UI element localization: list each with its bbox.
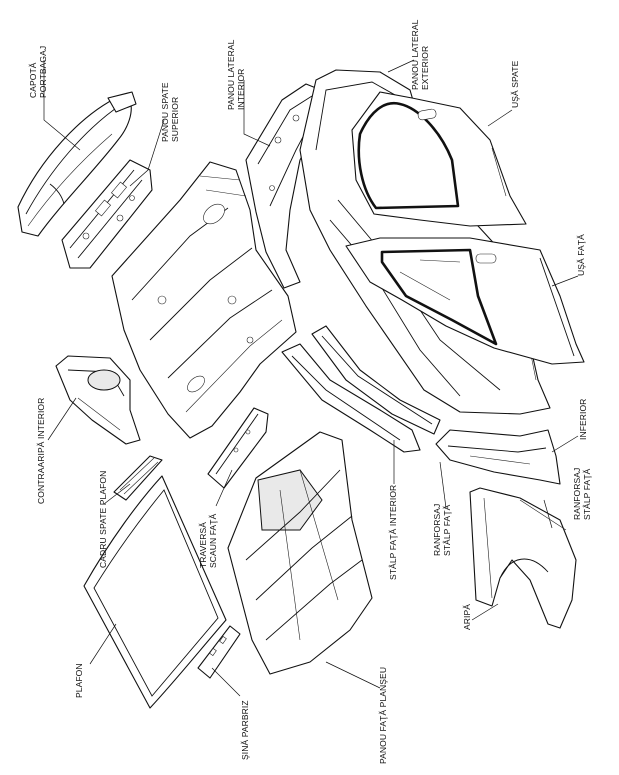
- label-ranforsaj-stalp-fata-2-line1: RANFORSAJ: [572, 467, 582, 520]
- front-fender-part: [469, 487, 577, 629]
- label-ranforsaj-stalp-fata-1-line1: RANFORSAJ: [432, 503, 442, 556]
- label-panou-lateral-exterior-line2: EXTERIOR: [420, 45, 430, 90]
- label-plafon-line1: PLAFON: [74, 663, 84, 698]
- label-contraaripa-interior: CONTRAARIPĂ INTERIOR: [36, 398, 46, 504]
- upper-rear-panel-part: [61, 159, 153, 269]
- label-traversa-scaun-fata-line1: TRAVERSĂ: [198, 522, 208, 568]
- label-inferior-line1: INFERIOR: [578, 398, 588, 440]
- label-inferior: INFERIOR: [578, 399, 588, 440]
- rear-door-part: [351, 91, 527, 227]
- label-aripa-line1: ARIPĂ: [462, 603, 472, 630]
- label-stalp-fata-interior: STÂLP FAŢĂ INTERIOR: [388, 485, 398, 580]
- label-capota-portbagaj-line1: CAPOTĂ: [28, 62, 38, 98]
- lower-reinforcement-part: [435, 429, 561, 485]
- windshield-rail-part: [197, 625, 241, 679]
- label-stalp-fata-interior-line1: STÂLP FAŢĂ INTERIOR: [388, 484, 398, 580]
- label-panou-fata-plansheu: PANOU FAŢĂ PLANŞEU: [378, 667, 388, 764]
- label-ranforsaj-stalp-fata-1-line2: STÂLP FAŢĂ: [442, 504, 452, 556]
- label-cadru-spate-plafon-line1: CADRU SPATE PLAFON: [98, 470, 108, 568]
- leader-lines: [43, 59, 579, 697]
- inner-front-pillar-part: [281, 325, 441, 453]
- label-usa-spate-line1: UŞĂ SPATE: [510, 60, 520, 108]
- label-ranforsaj-stalp-fata-1: RANFORSAJ STÂLP FAŢĂ: [432, 504, 452, 556]
- roof-panel-part: [83, 475, 227, 709]
- front-floor-pan-part: [227, 431, 373, 675]
- label-ranforsaj-stalp-fata-2-line2: STÂLP FAŢĂ: [582, 468, 592, 520]
- label-traversa-scaun-fata-line2: SCAUN FAŢĂ: [208, 513, 218, 568]
- label-panou-lateral-interior-line1: PANOU LATERAL: [226, 39, 236, 110]
- front-seat-crossmember-part: [207, 407, 269, 489]
- roof-rear-frame-part: [113, 455, 163, 501]
- label-panou-fata-plansheu-line1: PANOU FAŢĂ PLANŞEU: [378, 666, 388, 764]
- label-panou-spate-superior-line2: SUPERIOR: [170, 96, 180, 142]
- label-plafon: PLAFON: [74, 663, 84, 698]
- label-capota-portbagaj: CAPOTĂ PORTBAGAJ: [28, 46, 48, 98]
- label-ranforsaj-stalp-fata-2: RANFORSAJ STÂLP FAŢĂ: [572, 468, 592, 520]
- label-panou-lateral-exterior: PANOU LATERAL EXTERIOR: [410, 20, 430, 90]
- label-sina-parbriz: ŞINĂ PARBRIZ: [240, 700, 250, 760]
- label-sina-parbriz-line1: ŞINĂ PARBRIZ: [240, 700, 250, 760]
- label-panou-lateral-interior-line2: INTERIOR: [236, 68, 246, 110]
- label-panou-spate-superior-line1: PANOU SPATE: [160, 82, 170, 142]
- label-panou-spate-superior: PANOU SPATE SUPERIOR: [160, 82, 180, 142]
- rear-floor-part: [111, 161, 297, 439]
- label-traversa-scaun-fata: TRAVERSĂ SCAUN FAŢĂ: [198, 514, 218, 568]
- label-usa-spate: UŞĂ SPATE: [510, 61, 520, 108]
- label-contraaripa-interior-line1: CONTRAARIPĂ INTERIOR: [36, 397, 46, 504]
- inner-wheelhouse-part: [55, 355, 141, 445]
- label-panou-lateral-exterior-line1: PANOU LATERAL: [410, 19, 420, 90]
- trunk-lid-part: [17, 91, 137, 237]
- label-panou-lateral-interior: PANOU LATERAL INTERIOR: [226, 40, 246, 110]
- label-aripa: ARIPĂ: [462, 604, 472, 630]
- label-cadru-spate-plafon: CADRU SPATE PLAFON: [98, 471, 108, 568]
- label-usa-fata-line1: UŞĂ FAŢĂ: [576, 234, 586, 276]
- label-capota-portbagaj-line2: PORTBAGAJ: [38, 45, 48, 98]
- label-usa-fata: UŞĂ FAŢĂ: [576, 234, 586, 276]
- front-door-part: [345, 237, 585, 365]
